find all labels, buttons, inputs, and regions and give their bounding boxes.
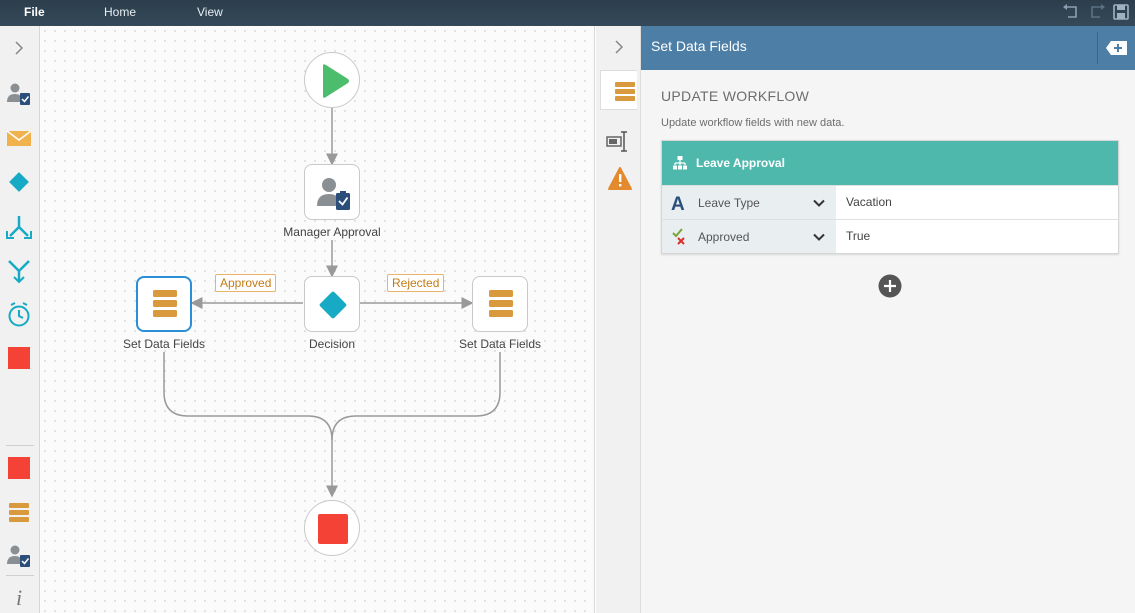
panel-header: Set Data Fields (641, 26, 1135, 70)
undo-icon[interactable] (1062, 3, 1080, 21)
set-data-icon (489, 290, 513, 317)
recent-stop-icon[interactable] (5, 454, 33, 482)
toolbox-divider (6, 445, 34, 446)
property-tab-strip (596, 26, 641, 613)
field-name-dropdown[interactable]: Approved (662, 220, 836, 253)
menu-home[interactable]: Home (104, 5, 137, 19)
menu-file[interactable]: File (24, 5, 45, 19)
svg-text:A: A (671, 194, 685, 213)
field-row: Approved True (662, 219, 1118, 253)
stop-icon (318, 514, 348, 544)
stop-node[interactable] (304, 500, 360, 556)
section-description: Update workflow fields with new data. (661, 117, 845, 129)
branch-approved-tag[interactable]: Approved (215, 274, 277, 292)
workflow-hierarchy-icon (673, 156, 687, 170)
field-value[interactable]: Vacation (846, 195, 892, 209)
chevron-down-icon[interactable] (812, 196, 826, 210)
svg-text:i: i (16, 585, 22, 610)
field-name-dropdown[interactable]: A Leave Type (662, 186, 836, 219)
field-row: A Leave Type Vacation (662, 185, 1118, 219)
workflow-canvas[interactable]: Manager Approval Decision Set Data Field… (40, 26, 595, 613)
header-separator (1097, 32, 1098, 64)
decision-label: Decision (308, 337, 356, 351)
menu-bar: File Home View (0, 0, 1135, 26)
warning-icon (608, 167, 632, 190)
expand-toolbox-icon[interactable] (5, 34, 33, 62)
manager-approval-label: Manager Approval (283, 225, 381, 239)
chevron-down-icon[interactable] (812, 230, 826, 244)
email-tool-icon[interactable] (5, 124, 33, 152)
user-task-icon (317, 178, 350, 210)
workflow-fields-card: Leave Approval A Leave Type Vacation A (661, 140, 1119, 254)
decision-tool-icon[interactable] (5, 168, 33, 196)
stop-tool-icon[interactable] (5, 344, 33, 372)
save-icon[interactable] (1112, 3, 1130, 21)
set-data-fields-node-approved[interactable] (136, 276, 192, 332)
set-data-fields-label-right: Set Data Fields (458, 337, 542, 351)
field-name-label: Leave Type (698, 196, 760, 210)
info-icon[interactable]: i (5, 582, 33, 610)
toolbox-divider (6, 575, 34, 576)
recent-user-task-icon[interactable] (5, 542, 33, 570)
decision-node[interactable] (304, 276, 360, 332)
card-header: Leave Approval (662, 141, 1118, 185)
connector-lines (163, 108, 501, 498)
decision-diamond-icon (319, 291, 347, 319)
set-data-icon (153, 290, 177, 317)
collapse-panel-icon[interactable] (610, 36, 628, 58)
toolbox: i (0, 26, 40, 613)
menu-view[interactable]: View (197, 5, 223, 19)
section-title: UPDATE WORKFLOW (661, 88, 810, 104)
set-data-fields-label-left: Set Data Fields (122, 337, 206, 351)
properties-panel: Set Data Fields UPDATE WORKFLOW Update w… (641, 26, 1135, 613)
field-name-label: Approved (698, 230, 750, 244)
start-node[interactable] (304, 52, 360, 108)
recent-set-data-icon[interactable] (5, 499, 33, 527)
set-data-tab-icon (615, 82, 635, 101)
field-value[interactable]: True (846, 229, 871, 243)
set-data-fields-node-rejected[interactable] (472, 276, 528, 332)
tab-properties[interactable] (600, 122, 637, 162)
manager-approval-node[interactable] (304, 164, 360, 220)
panel-title: Set Data Fields (651, 38, 747, 54)
merge-tool-icon[interactable] (5, 257, 33, 285)
split-tool-icon[interactable] (5, 213, 33, 241)
add-tag-icon[interactable] (1105, 39, 1129, 57)
user-task-tool-icon[interactable] (5, 80, 33, 108)
tab-set-data[interactable] (600, 70, 637, 110)
branch-rejected-tag[interactable]: Rejected (387, 274, 445, 292)
tab-warnings[interactable] (600, 160, 637, 200)
card-title: Leave Approval (696, 156, 785, 170)
timer-tool-icon[interactable] (5, 301, 33, 329)
redo-icon[interactable] (1088, 3, 1106, 21)
yes-no-field-icon (672, 228, 685, 245)
play-icon (323, 64, 349, 98)
text-field-icon: A (671, 194, 685, 213)
rename-field-icon (606, 131, 627, 152)
add-field-button[interactable] (878, 274, 902, 298)
